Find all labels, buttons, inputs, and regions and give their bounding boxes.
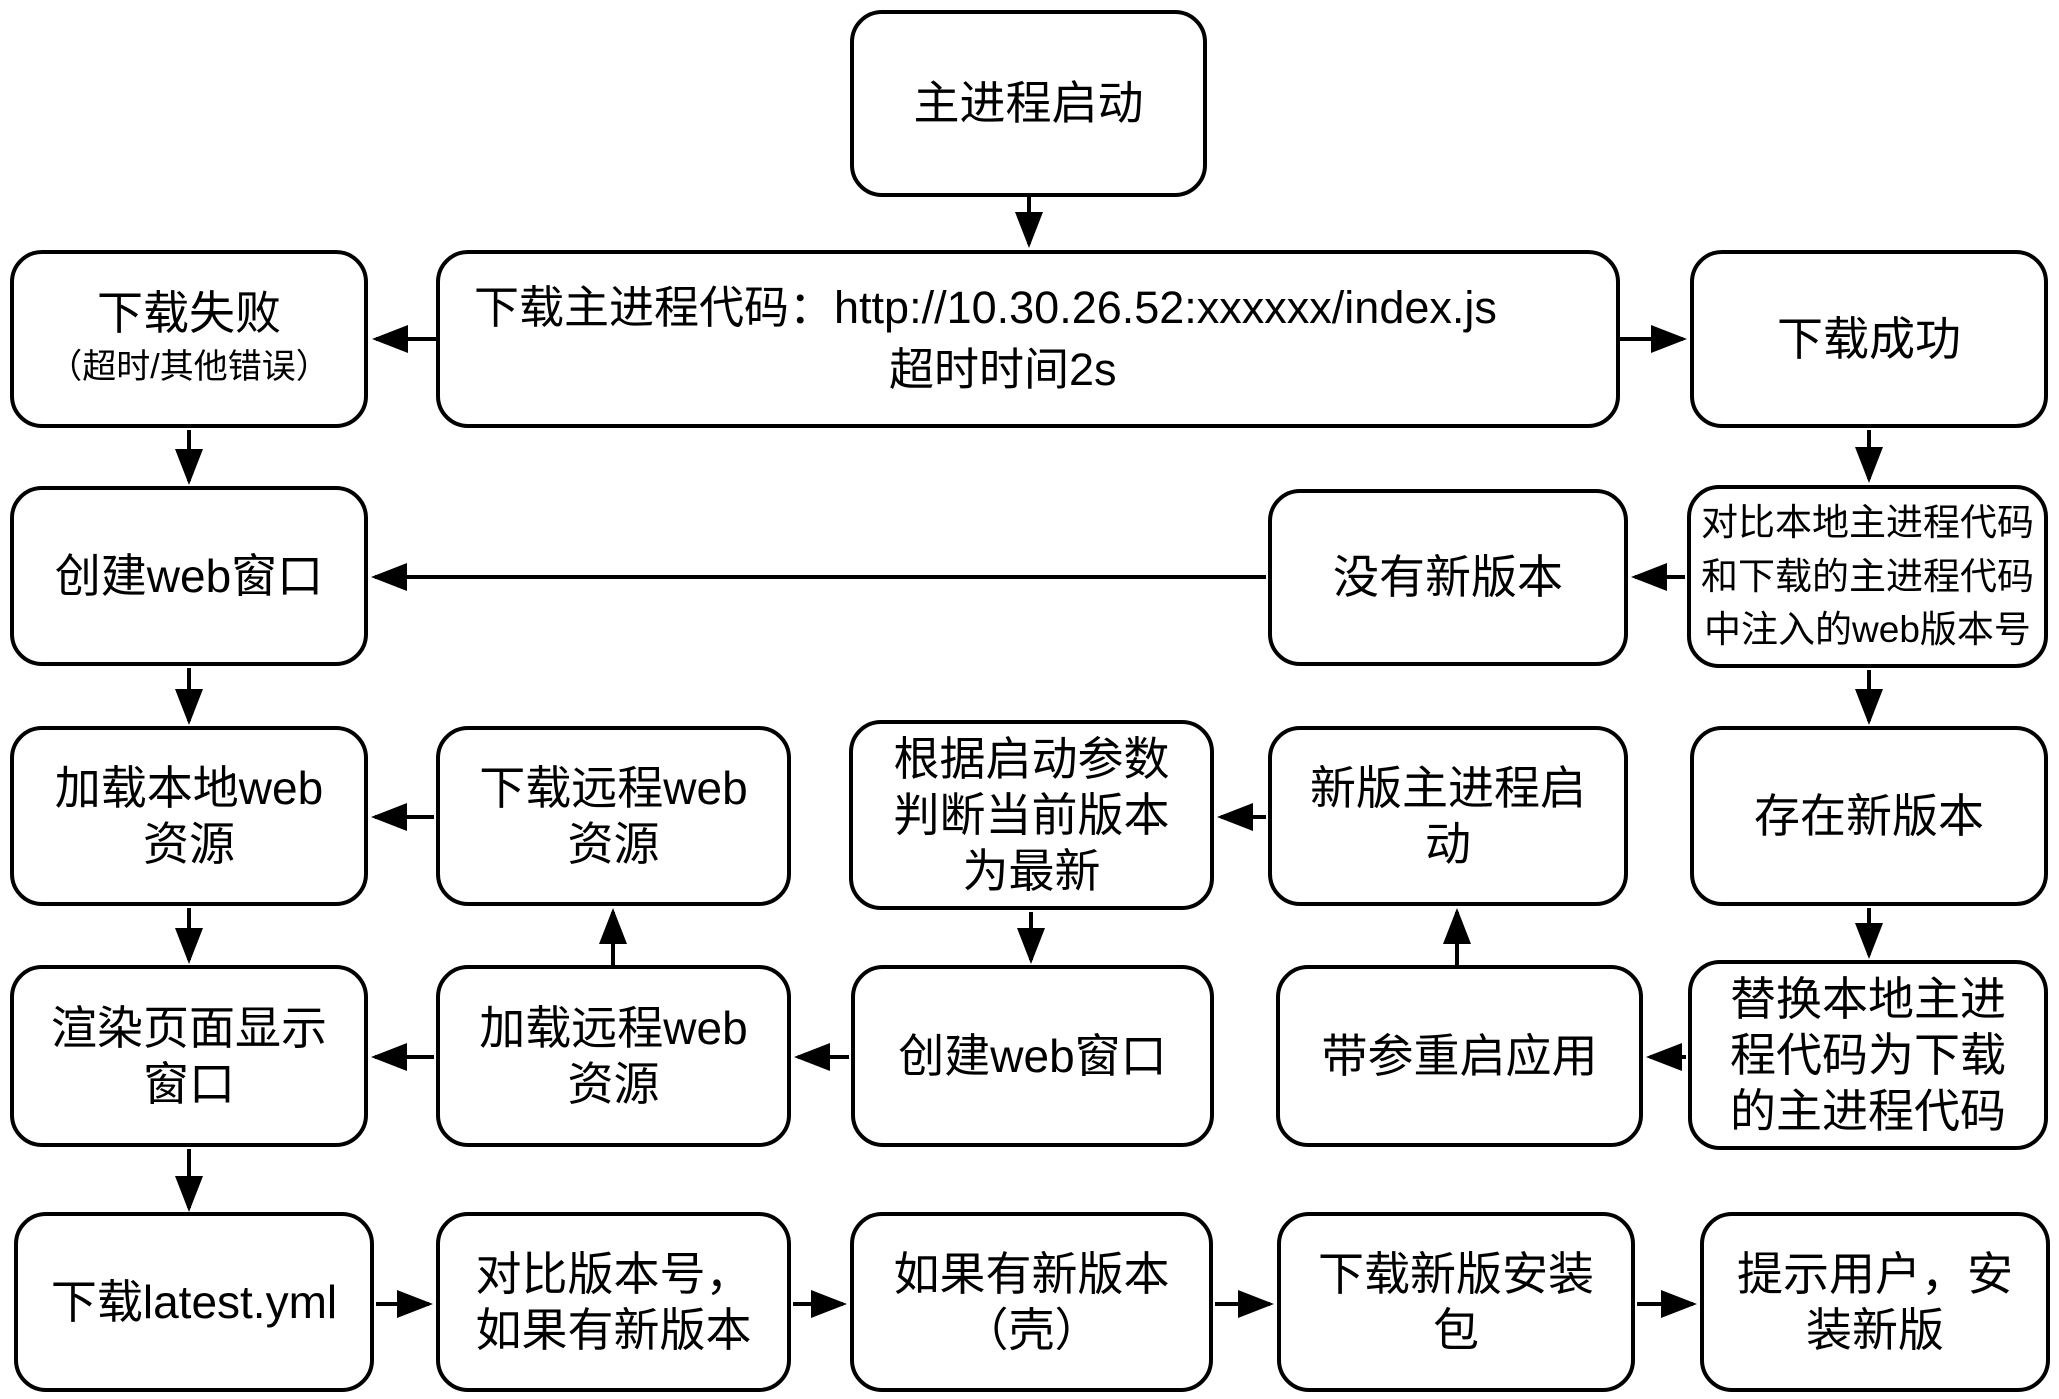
node-label: 如果有新版本 xyxy=(893,1247,1170,1300)
node-label: 根据启动参数 xyxy=(893,732,1170,785)
node-label: 替换本地主进 xyxy=(1730,972,2006,1025)
node-download-latest-yml: 下载latest.yml xyxy=(14,1212,374,1392)
node-no-new-version: 没有新版本 xyxy=(1268,489,1628,666)
timeout-label: 超时时间2s xyxy=(889,344,1117,395)
node-label: 资源 xyxy=(567,818,660,870)
node-label: 下载新版安装 xyxy=(1318,1247,1594,1300)
node-label: 下载远程web xyxy=(479,761,748,814)
node-label: 和下载的主进程代码 xyxy=(1701,555,2034,597)
node-label: 创建web窗口 xyxy=(54,549,324,602)
node-exist-new-version: 存在新版本 xyxy=(1690,726,2048,906)
node-label: 资源 xyxy=(143,818,235,870)
node-label: 对比本地主进程代码 xyxy=(1701,502,2034,544)
node-label: 渲染页面显示 xyxy=(51,1001,327,1054)
node-label: 加载本地web xyxy=(54,761,324,814)
node-label: 加载远程web xyxy=(479,1001,748,1054)
node-label: 装新版 xyxy=(1806,1304,1944,1356)
node-label: 窗口 xyxy=(143,1058,235,1110)
node-download-fail: 下载失败 （超时/其他错误） xyxy=(10,250,368,428)
node-render-page-window: 渲染页面显示 窗口 xyxy=(10,965,368,1147)
node-label: 创建web窗口 xyxy=(898,1029,1167,1082)
node-download-new-installer: 下载新版安装 包 xyxy=(1277,1212,1635,1392)
node-restart-with-args: 带参重启应用 xyxy=(1276,965,1643,1147)
node-new-main-process-start: 新版主进程启 动 xyxy=(1268,726,1628,906)
node-label: 下载latest.yml xyxy=(50,1275,338,1328)
node-load-remote-web-res: 加载远程web 资源 xyxy=(436,965,791,1147)
node-label: 带参重启应用 xyxy=(1321,1029,1598,1082)
node-compare-version-number: 对比版本号， 如果有新版本 xyxy=(436,1212,791,1392)
download-main-code-prefix: 下载主进程代码： xyxy=(474,281,835,333)
node-label: 如果有新版本 xyxy=(475,1304,752,1356)
node-label: 判断当前版本 xyxy=(893,788,1170,841)
node-label: 没有新版本 xyxy=(1333,551,1563,604)
node-label: 动 xyxy=(1425,818,1471,870)
node-judge-current-latest: 根据启动参数 判断当前版本 为最新 xyxy=(849,720,1214,910)
node-load-local-web-res: 加载本地web 资源 xyxy=(10,726,368,906)
node-label: 下载成功 xyxy=(1777,312,1961,365)
node-create-web-window-mid: 创建web窗口 xyxy=(851,965,1214,1147)
node-replace-local-main-code: 替换本地主进 程代码为下载 的主进程代码 xyxy=(1688,960,2048,1150)
node-label: 下载失败 xyxy=(97,287,281,340)
download-main-code-url: http://10.30.26.52:xxxxxx/index.js xyxy=(834,281,1497,333)
node-main-process-start: 主进程启动 xyxy=(850,10,1207,197)
node-prompt-user-install: 提示用户，安 装新版 xyxy=(1700,1212,2050,1392)
node-label: 程代码为下载 xyxy=(1730,1028,2006,1081)
node-label: （壳） xyxy=(962,1304,1101,1356)
node-compare-injected-web-version: 对比本地主进程代码 和下载的主进程代码 中注入的web版本号 xyxy=(1687,485,2048,668)
node-label: 提示用户，安 xyxy=(1737,1247,2013,1300)
node-label: 对比版本号， xyxy=(475,1247,752,1300)
node-create-web-window-top: 创建web窗口 xyxy=(10,486,368,666)
node-sublabel: （超时/其他错误） xyxy=(48,347,330,386)
node-label: 下载主进程代码：http://10.30.26.52:xxxxxx/index.… xyxy=(474,277,1497,339)
node-label: 的主进程代码 xyxy=(1730,1085,2006,1138)
node-label: 主进程启动 xyxy=(913,77,1144,130)
node-download-main-code: 下载主进程代码：http://10.30.26.52:xxxxxx/index.… xyxy=(436,250,1620,428)
node-if-new-version-shell: 如果有新版本 （壳） xyxy=(850,1212,1213,1392)
node-label: 存在新版本 xyxy=(1754,789,1984,842)
node-label: 资源 xyxy=(567,1058,660,1110)
node-download-remote-web-res: 下载远程web 资源 xyxy=(436,726,791,906)
node-label: 包 xyxy=(1433,1304,1479,1356)
node-label: 新版主进程启 xyxy=(1310,761,1586,814)
node-label: 中注入的web版本号 xyxy=(1704,609,2031,651)
node-label: 为最新 xyxy=(962,845,1101,898)
node-download-success: 下载成功 xyxy=(1690,250,2048,428)
